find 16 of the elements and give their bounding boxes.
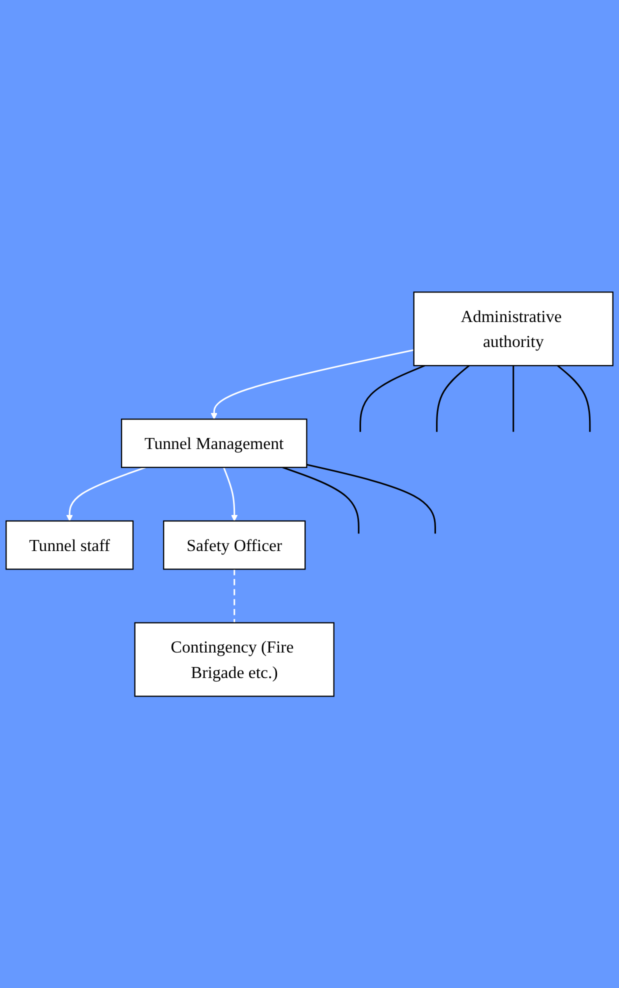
connector	[234, 569, 236, 623]
arrow	[210, 349, 414, 420]
connector	[282, 466, 360, 534]
node-box	[120, 418, 308, 468]
node-box	[413, 291, 614, 366]
connector	[512, 365, 514, 432]
connector	[557, 364, 591, 432]
diagram: Administrative authority Tunnel Management Tunnel staff Safety Officer Contingency (Fire Brigade etc.)	[0, 286, 619, 702]
connector	[306, 464, 436, 534]
node-box	[163, 520, 306, 570]
connector	[436, 364, 470, 432]
node-box	[6, 520, 134, 570]
arrow	[223, 466, 238, 522]
arrow	[66, 466, 146, 522]
node-box	[134, 622, 334, 697]
connector	[360, 364, 426, 432]
